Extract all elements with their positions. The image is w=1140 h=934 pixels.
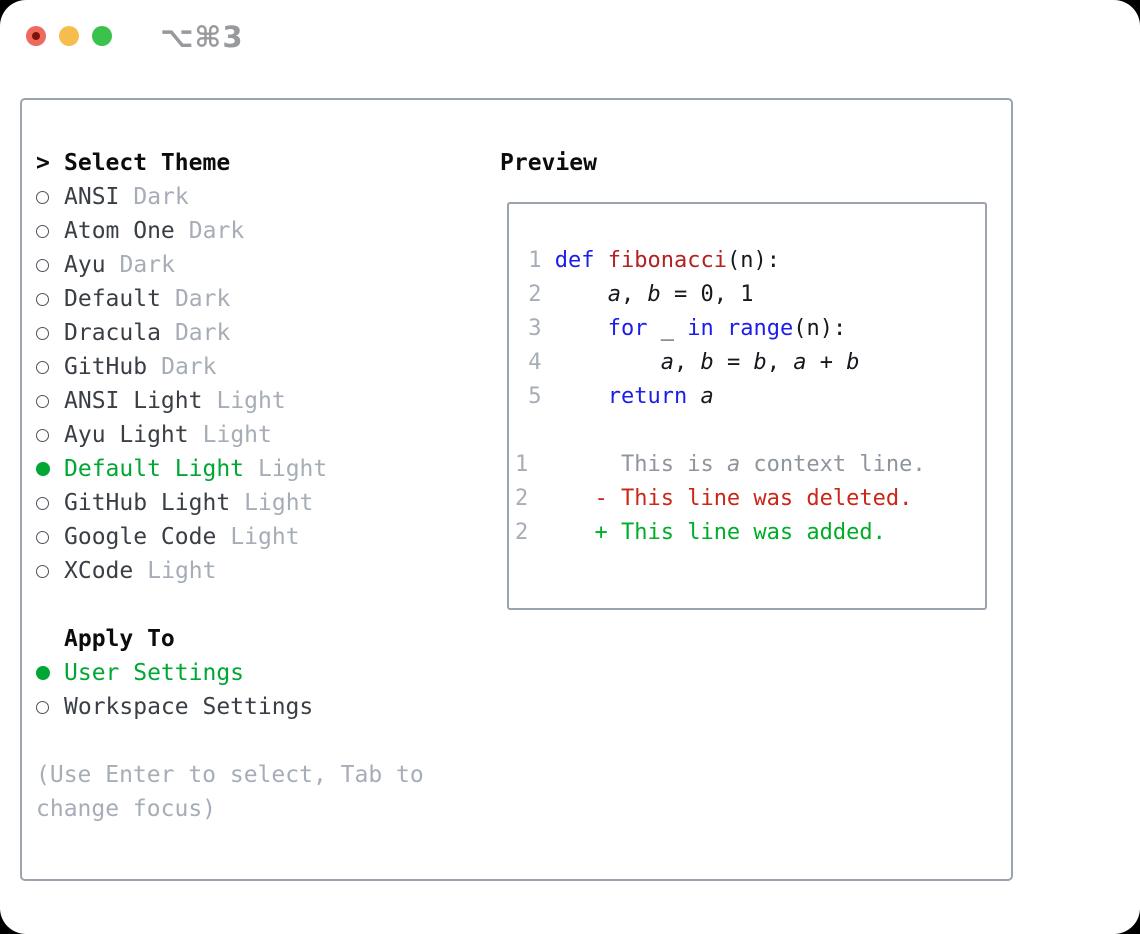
theme-variant-tag: Light	[216, 388, 286, 414]
radio-icon	[36, 428, 64, 442]
select-theme-title: Select Theme	[64, 150, 231, 176]
theme-name: Default Light	[64, 456, 245, 482]
radio-icon	[36, 258, 64, 272]
radio-icon	[36, 190, 64, 204]
help-line-2: change focus)	[36, 796, 217, 822]
theme-name: Dracula	[64, 320, 161, 346]
theme-name: ANSI Light	[64, 388, 203, 414]
traffic-lights	[26, 26, 112, 46]
zoom-button[interactable]	[92, 26, 112, 46]
theme-variant-tag: Dark	[174, 286, 231, 312]
code-line: 1 def fibonacci(n):	[515, 248, 780, 273]
code-line: 5 return a	[515, 384, 714, 409]
theme-variant-tag: Light	[202, 422, 272, 448]
theme-option[interactable]: GitHub Light Light	[36, 486, 486, 520]
theme-option[interactable]: Atom One Dark	[36, 214, 486, 248]
help-text: (Use Enter to select, Tab to change focu…	[36, 758, 486, 826]
theme-variant-tag: Light	[244, 490, 314, 516]
apply-target-name: Workspace Settings	[64, 694, 314, 720]
code-line: 2 a, b = 0, 1	[515, 282, 754, 307]
theme-name: Google Code	[64, 524, 217, 550]
theme-option[interactable]: Ayu Dark	[36, 248, 486, 282]
theme-option[interactable]: Dracula Dark	[36, 316, 486, 350]
theme-option[interactable]: Google Code Light	[36, 520, 486, 554]
radio-selected-icon	[36, 666, 64, 680]
theme-variant-tag: Light	[147, 558, 217, 584]
theme-name: Default	[64, 286, 161, 312]
theme-name: XCode	[64, 558, 134, 584]
apply-to-header: Apply To	[36, 622, 486, 656]
diff-line: 2 - This line was deleted.	[515, 486, 913, 511]
apply-target-option[interactable]: User Settings	[36, 656, 486, 690]
theme-variant-tag: Dark	[161, 354, 217, 380]
cursor-prefix: >	[36, 150, 50, 176]
radio-icon	[36, 292, 64, 306]
select-theme-header: > Select Theme	[36, 146, 486, 180]
code-preview: 1 def fibonacci(n): 2 a, b = 0, 1 3 for …	[509, 204, 985, 550]
theme-option[interactable]: GitHub Dark	[36, 350, 486, 384]
apply-target-name: User Settings	[64, 660, 245, 686]
theme-option[interactable]: ANSI Dark	[36, 180, 486, 214]
theme-variant-tag: Dark	[174, 320, 231, 346]
spacer	[36, 724, 486, 758]
help-line-1: (Use Enter to select, Tab to	[36, 762, 424, 788]
theme-name: GitHub Light	[64, 490, 231, 516]
radio-icon	[36, 496, 64, 510]
theme-name: ANSI	[64, 184, 120, 210]
diff-line: 2 + This line was added.	[515, 520, 886, 545]
radio-icon	[36, 326, 64, 340]
code-line: 4 a, b = b, a + b	[515, 350, 860, 375]
theme-variant-tag: Light	[258, 456, 328, 482]
radio-icon	[36, 360, 64, 374]
blank-line	[515, 414, 979, 448]
titlebar: ⌥⌘3	[0, 0, 1140, 98]
radio-icon	[36, 394, 64, 408]
theme-option[interactable]: XCode Light	[36, 554, 486, 588]
radio-icon	[36, 224, 64, 238]
theme-name: Atom One	[64, 218, 175, 244]
radio-icon	[36, 700, 64, 714]
radio-selected-icon	[36, 462, 64, 476]
theme-variant-tag: Light	[230, 524, 300, 550]
apply-target-option[interactable]: Workspace Settings	[36, 690, 486, 724]
theme-name: GitHub	[64, 354, 148, 380]
radio-icon	[36, 530, 64, 544]
radio-icon	[36, 564, 64, 578]
diff-line: 1 This is a context line.	[515, 452, 926, 477]
apply-to-title: Apply To	[64, 626, 175, 652]
theme-variant-tag: Dark	[133, 184, 189, 210]
theme-option[interactable]: Ayu Light Light	[36, 418, 486, 452]
theme-option[interactable]: Default Light Light	[36, 452, 486, 486]
theme-option[interactable]: ANSI Light Light	[36, 384, 486, 418]
minimize-button[interactable]	[59, 26, 79, 46]
theme-variant-tag: Dark	[188, 218, 245, 244]
close-button[interactable]	[26, 26, 46, 46]
spacer	[36, 588, 486, 622]
code-line: 3 for _ in range(n):	[515, 316, 847, 341]
preview-title: Preview	[500, 150, 597, 176]
window-title-shortcut: ⌥⌘3	[160, 20, 244, 54]
theme-variant-tag: Dark	[119, 252, 175, 278]
theme-name: Ayu Light	[64, 422, 189, 448]
theme-name: Ayu	[64, 252, 106, 278]
preview-box: 1 def fibonacci(n): 2 a, b = 0, 1 3 for …	[507, 202, 987, 610]
theme-option[interactable]: Default Dark	[36, 282, 486, 316]
